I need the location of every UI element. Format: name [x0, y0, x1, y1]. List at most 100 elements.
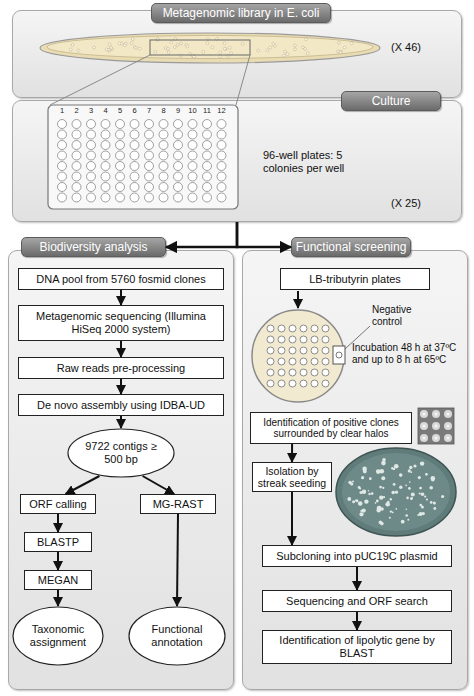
- colony-dot: [223, 42, 226, 45]
- colony-dot: [108, 49, 111, 52]
- plate-well: [130, 141, 139, 150]
- plate-well: [87, 172, 96, 181]
- plate-well: [174, 120, 183, 129]
- plate-well: [130, 151, 139, 160]
- clone-spot: [278, 380, 285, 387]
- plate-well: [116, 162, 125, 171]
- colony-dot: [135, 47, 138, 50]
- streak-colony: [368, 493, 370, 495]
- streak-colony: [361, 476, 364, 479]
- result-ellipse: 9722 contigs ≥ 500 bp: [67, 428, 175, 478]
- flow-arrow: [120, 290, 122, 305]
- plate-well: [87, 183, 96, 192]
- plate-well: [174, 172, 183, 181]
- streak-colony: [411, 497, 413, 499]
- halo-spots: [420, 410, 452, 442]
- flow-arrow: [166, 222, 237, 247]
- colony-dot: [179, 54, 182, 57]
- clone-spot: [278, 325, 285, 332]
- colony-dot: [302, 46, 305, 49]
- streak-colony: [387, 501, 390, 504]
- plate-well: [72, 183, 81, 192]
- box-label: Isolation by streak seeding: [256, 465, 328, 489]
- colony-dot: [306, 52, 309, 55]
- streak-colonies: [347, 458, 444, 525]
- colony-dot: [69, 48, 72, 51]
- flow-arrow: [120, 341, 122, 357]
- streak-colony: [429, 486, 433, 490]
- plate-well: [101, 183, 110, 192]
- label-frame: MEGAN: [25, 571, 91, 589]
- box-label: Identification of positive clones surrou…: [254, 417, 408, 440]
- streak-colony: [393, 483, 396, 486]
- plate-well: [145, 193, 154, 202]
- streak-colony: [411, 492, 415, 496]
- section-panel: Biodiversity analysisDNA pool from 5760 …: [8, 250, 234, 690]
- streak-colony: [379, 495, 383, 499]
- colony-dots: [69, 38, 353, 59]
- streak-colony: [407, 519, 409, 521]
- streak-colony: [379, 486, 382, 489]
- halo-colony: [446, 436, 449, 439]
- streak-colony: [401, 520, 405, 524]
- plate-well: [58, 183, 67, 192]
- colony-dot: [272, 43, 275, 46]
- streak-colony: [369, 477, 372, 480]
- colony-dot: [138, 47, 141, 50]
- streak-colony: [381, 461, 386, 466]
- streak-colony: [394, 464, 399, 469]
- label-frame: Identification of lipolytic gene by BLAS…: [263, 631, 451, 663]
- plate-well: [58, 130, 67, 139]
- plate-well: [159, 193, 168, 202]
- streak-colony: [430, 501, 433, 504]
- clone-spots: [267, 325, 329, 387]
- label-frame: BLASTP: [25, 533, 91, 551]
- flow-arrow: [356, 612, 358, 630]
- panel-note: (X 25): [391, 197, 451, 210]
- plate-well: [188, 162, 197, 171]
- streak-colony: [393, 468, 395, 470]
- plate-well: [87, 193, 96, 202]
- streak-colony: [360, 510, 362, 512]
- halo-spot: [432, 410, 440, 418]
- column-number: 2: [70, 107, 84, 115]
- flow-arrow: [57, 552, 59, 570]
- plate-well: [72, 130, 81, 139]
- streak-colony: [389, 517, 391, 519]
- box-label: BLASTP: [37, 536, 79, 549]
- label-frame: ORF calling: [21, 495, 95, 513]
- process-box: Identification of positive clones surrou…: [250, 412, 412, 444]
- negative-control-spot: [336, 352, 342, 358]
- plate-well: [87, 162, 96, 171]
- plate-well: [101, 130, 110, 139]
- streak-colony: [376, 469, 381, 474]
- plate-well: [87, 141, 96, 150]
- plate-well: [58, 162, 67, 171]
- process-box: LB-tributyrin plates: [280, 268, 430, 290]
- plate-well: [130, 162, 139, 171]
- colony-dot: [186, 45, 189, 48]
- label-frame: Raw reads pre-processing: [19, 358, 223, 378]
- plate-well: [101, 193, 110, 202]
- flow-arrow: [237, 222, 291, 247]
- colony-dot: [207, 38, 210, 41]
- streak-colony: [358, 501, 363, 506]
- colony-dot: [77, 49, 80, 52]
- colony-dot: [167, 51, 170, 54]
- zoom-frame: [150, 40, 250, 55]
- section-panel: Culture96-well plates: 5 colonies per we…: [12, 100, 462, 222]
- flow-arrow: [57, 590, 59, 606]
- box-label: Functional annotation: [140, 623, 214, 648]
- colony-dot: [339, 51, 342, 54]
- streak-colony: [390, 498, 392, 500]
- colony-dot: [304, 48, 307, 51]
- streak-colony: [381, 476, 385, 480]
- clone-spot: [322, 325, 329, 332]
- streak-colony: [380, 507, 383, 510]
- plate-well: [174, 162, 183, 171]
- process-box: DNA pool from 5760 fosmid clones: [18, 268, 224, 290]
- halo-spot: [420, 422, 428, 430]
- halo-spot: [444, 410, 452, 418]
- result-ellipse: Taxonomic assignment: [12, 606, 104, 666]
- colony-dot: [173, 46, 176, 49]
